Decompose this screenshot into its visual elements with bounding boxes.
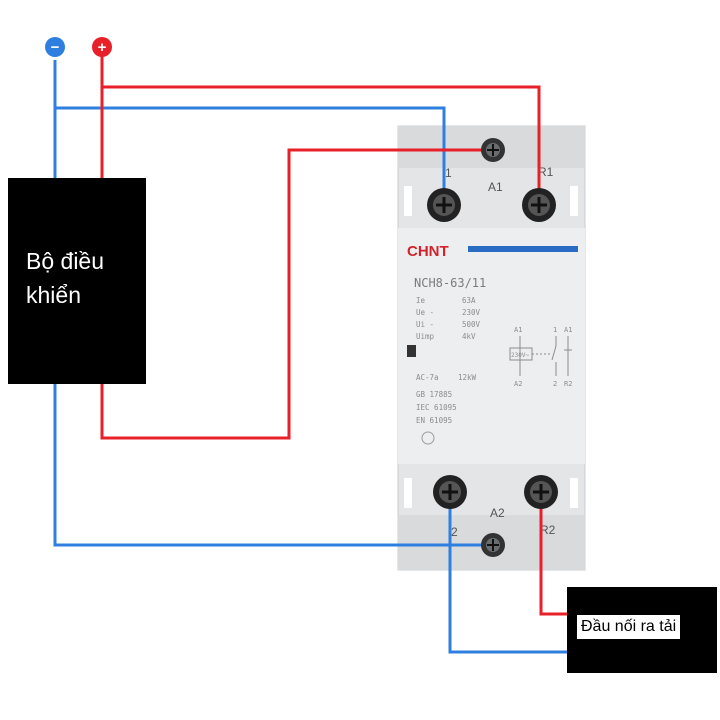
spec-key: Ie [416, 296, 426, 305]
schematic-contact-top: A1 [564, 326, 572, 334]
positive-sign: + [98, 39, 107, 56]
positive-wires [100, 55, 567, 616]
terminal-label-2: 2 [451, 525, 458, 539]
terminal-labels: 1 A1 R1 2 A2 R2 [445, 165, 556, 539]
screw-icon [522, 188, 556, 222]
terminal-label-1: 1 [445, 166, 452, 180]
top-left-slot [404, 186, 412, 216]
schematic-a1: A1 [514, 326, 522, 334]
brand-logo: CHNT [407, 243, 449, 260]
coil-screw-icon [481, 533, 505, 557]
terminal-screws [427, 138, 558, 557]
controller-label: Bộ điều khiển [26, 248, 105, 308]
schematic-a2: A2 [514, 380, 522, 388]
schematic-labels: A1 A2 230V~ 1 2 A1 R2 [511, 326, 572, 388]
screw-icon [427, 188, 461, 222]
spec-value: 500V [462, 320, 481, 329]
bottom-left-slot [404, 478, 412, 508]
load-connector-box: Đầu nối ra tải [567, 587, 717, 673]
model-number: NCH8-63/11 [414, 276, 486, 290]
schematic-contact-bottom: R2 [564, 380, 572, 388]
spec-key: Uimp [416, 332, 435, 341]
power-rating: 12kW [458, 373, 477, 382]
schematic [509, 336, 572, 376]
spec-key: Ue - [416, 308, 434, 317]
coil-screw-icon [481, 138, 505, 162]
cert-mark-icon [421, 431, 435, 445]
screw-icon [433, 475, 467, 509]
standard: EN 61095 [416, 416, 452, 425]
negative-sign: − [51, 39, 60, 56]
category: AC-7a [416, 373, 439, 382]
standard: IEC 61095 [416, 403, 457, 412]
screw-icon [524, 475, 558, 509]
spec-table: Ie 63A Ue - 230V Ui - 500V Uimp 4kV AC-7… [416, 296, 481, 425]
terminal-label-r1: R1 [538, 165, 554, 179]
terminal-label-a2: A2 [490, 506, 505, 520]
indicator-window [407, 345, 416, 357]
brand-blue-bar [468, 246, 578, 252]
bottom-right-slot [570, 478, 578, 508]
negative-wires [53, 60, 567, 654]
schematic-t1: 1 [553, 326, 557, 334]
terminal-label-a1: A1 [488, 180, 503, 194]
contactor-front-panel [398, 228, 585, 464]
schematic-t2: 2 [553, 380, 557, 388]
top-right-slot [570, 186, 578, 216]
contactor: CHNT NCH8-63/11 Ie 63A Ue - 230V Ui - 50… [397, 125, 586, 571]
terminal-label-r2: R2 [540, 523, 556, 537]
controller-box: Bộ điều khiển [8, 178, 146, 384]
spec-value: 4kV [462, 332, 476, 341]
spec-key: Ui - [416, 320, 434, 329]
coil-voltage: 230V~ [511, 352, 529, 359]
spec-value: 230V [462, 308, 481, 317]
negative-terminal-icon: − [45, 37, 65, 57]
positive-terminal-icon: + [92, 37, 112, 57]
standard: GB 17885 [416, 390, 452, 399]
load-label: Đầu nối ra tải [577, 615, 681, 639]
spec-value: 63A [462, 296, 476, 305]
